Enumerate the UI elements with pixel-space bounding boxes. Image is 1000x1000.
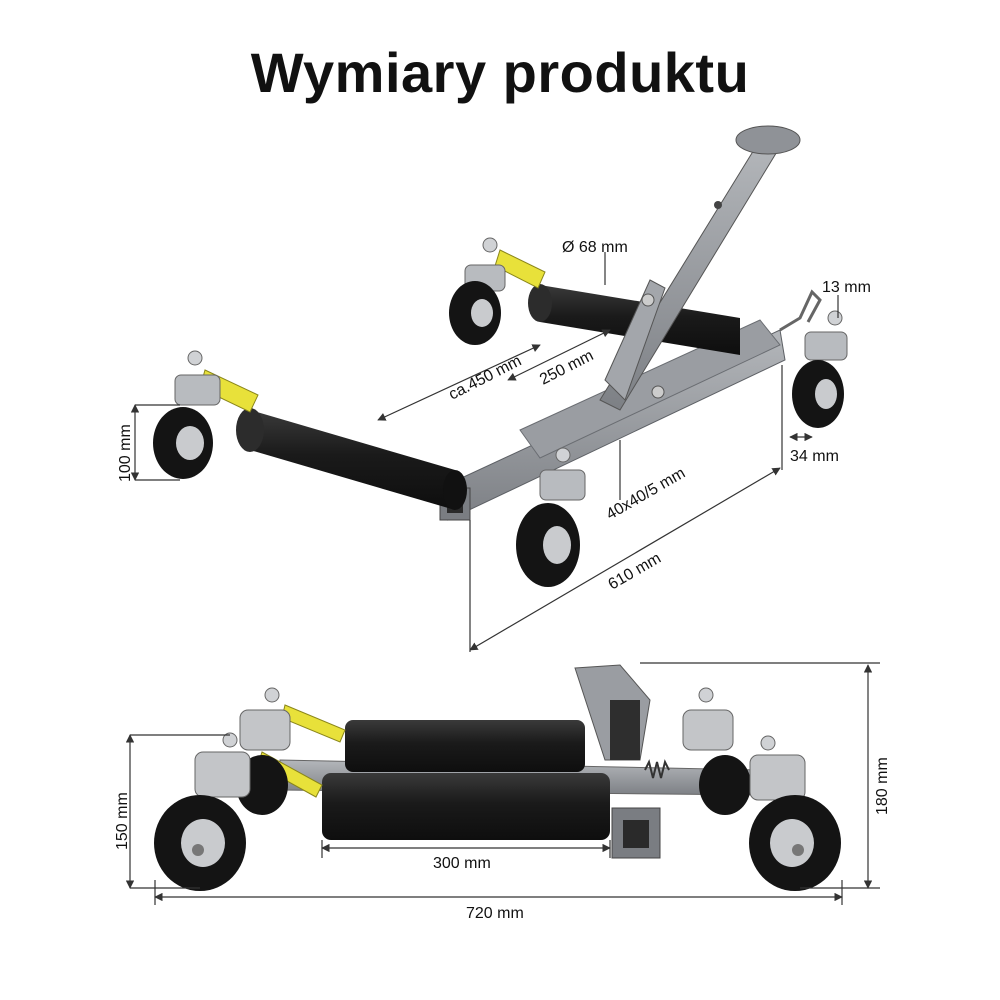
dimension-roller-length: 300 mm (433, 855, 491, 872)
caster-side-front-right (749, 735, 841, 891)
caster-rear-left (449, 237, 506, 345)
rear-roller-side (345, 720, 585, 772)
warning-label-side-left (281, 704, 346, 743)
lever-handle (599, 125, 801, 411)
caster-side-back-right (682, 687, 751, 815)
warning-label-rear (494, 249, 546, 289)
front-roller (236, 408, 467, 510)
dimension-wheel-height: 100 mm (117, 424, 134, 482)
dimension-clamp-gap: 13 mm (822, 279, 871, 296)
dimension-caster-offset: 34 mm (790, 448, 839, 465)
clamp-hook (779, 289, 822, 332)
dimension-width: 720 mm (466, 905, 524, 922)
dimension-height-total: 180 mm (874, 757, 891, 815)
dolly-side-view: 150 mm 180 mm 300 mm 720 mm (114, 662, 891, 922)
dimension-roller-span: 250 mm (537, 347, 596, 388)
dolly-perspective-view: Ø 68 mm 13 mm ca.450 mm 250 mm 100 mm 34… (117, 125, 871, 652)
dimension-lines-top (130, 252, 839, 652)
dimension-lines-side (125, 662, 880, 905)
caster-rear-right (792, 310, 848, 428)
caster-side-front-left (154, 732, 251, 891)
dimension-height-low: 150 mm (114, 792, 131, 850)
dimension-tube-profile: 40x40/5 mm (604, 465, 689, 524)
lever-spring (644, 759, 670, 779)
front-roller-side (322, 773, 610, 840)
frame-plate (519, 319, 781, 459)
caster-front-left (153, 350, 221, 479)
dimension-length: 610 mm (606, 550, 665, 594)
dimension-diameter: Ø 68 mm (562, 239, 628, 256)
page-title: Wymiary produktu (250, 41, 750, 104)
